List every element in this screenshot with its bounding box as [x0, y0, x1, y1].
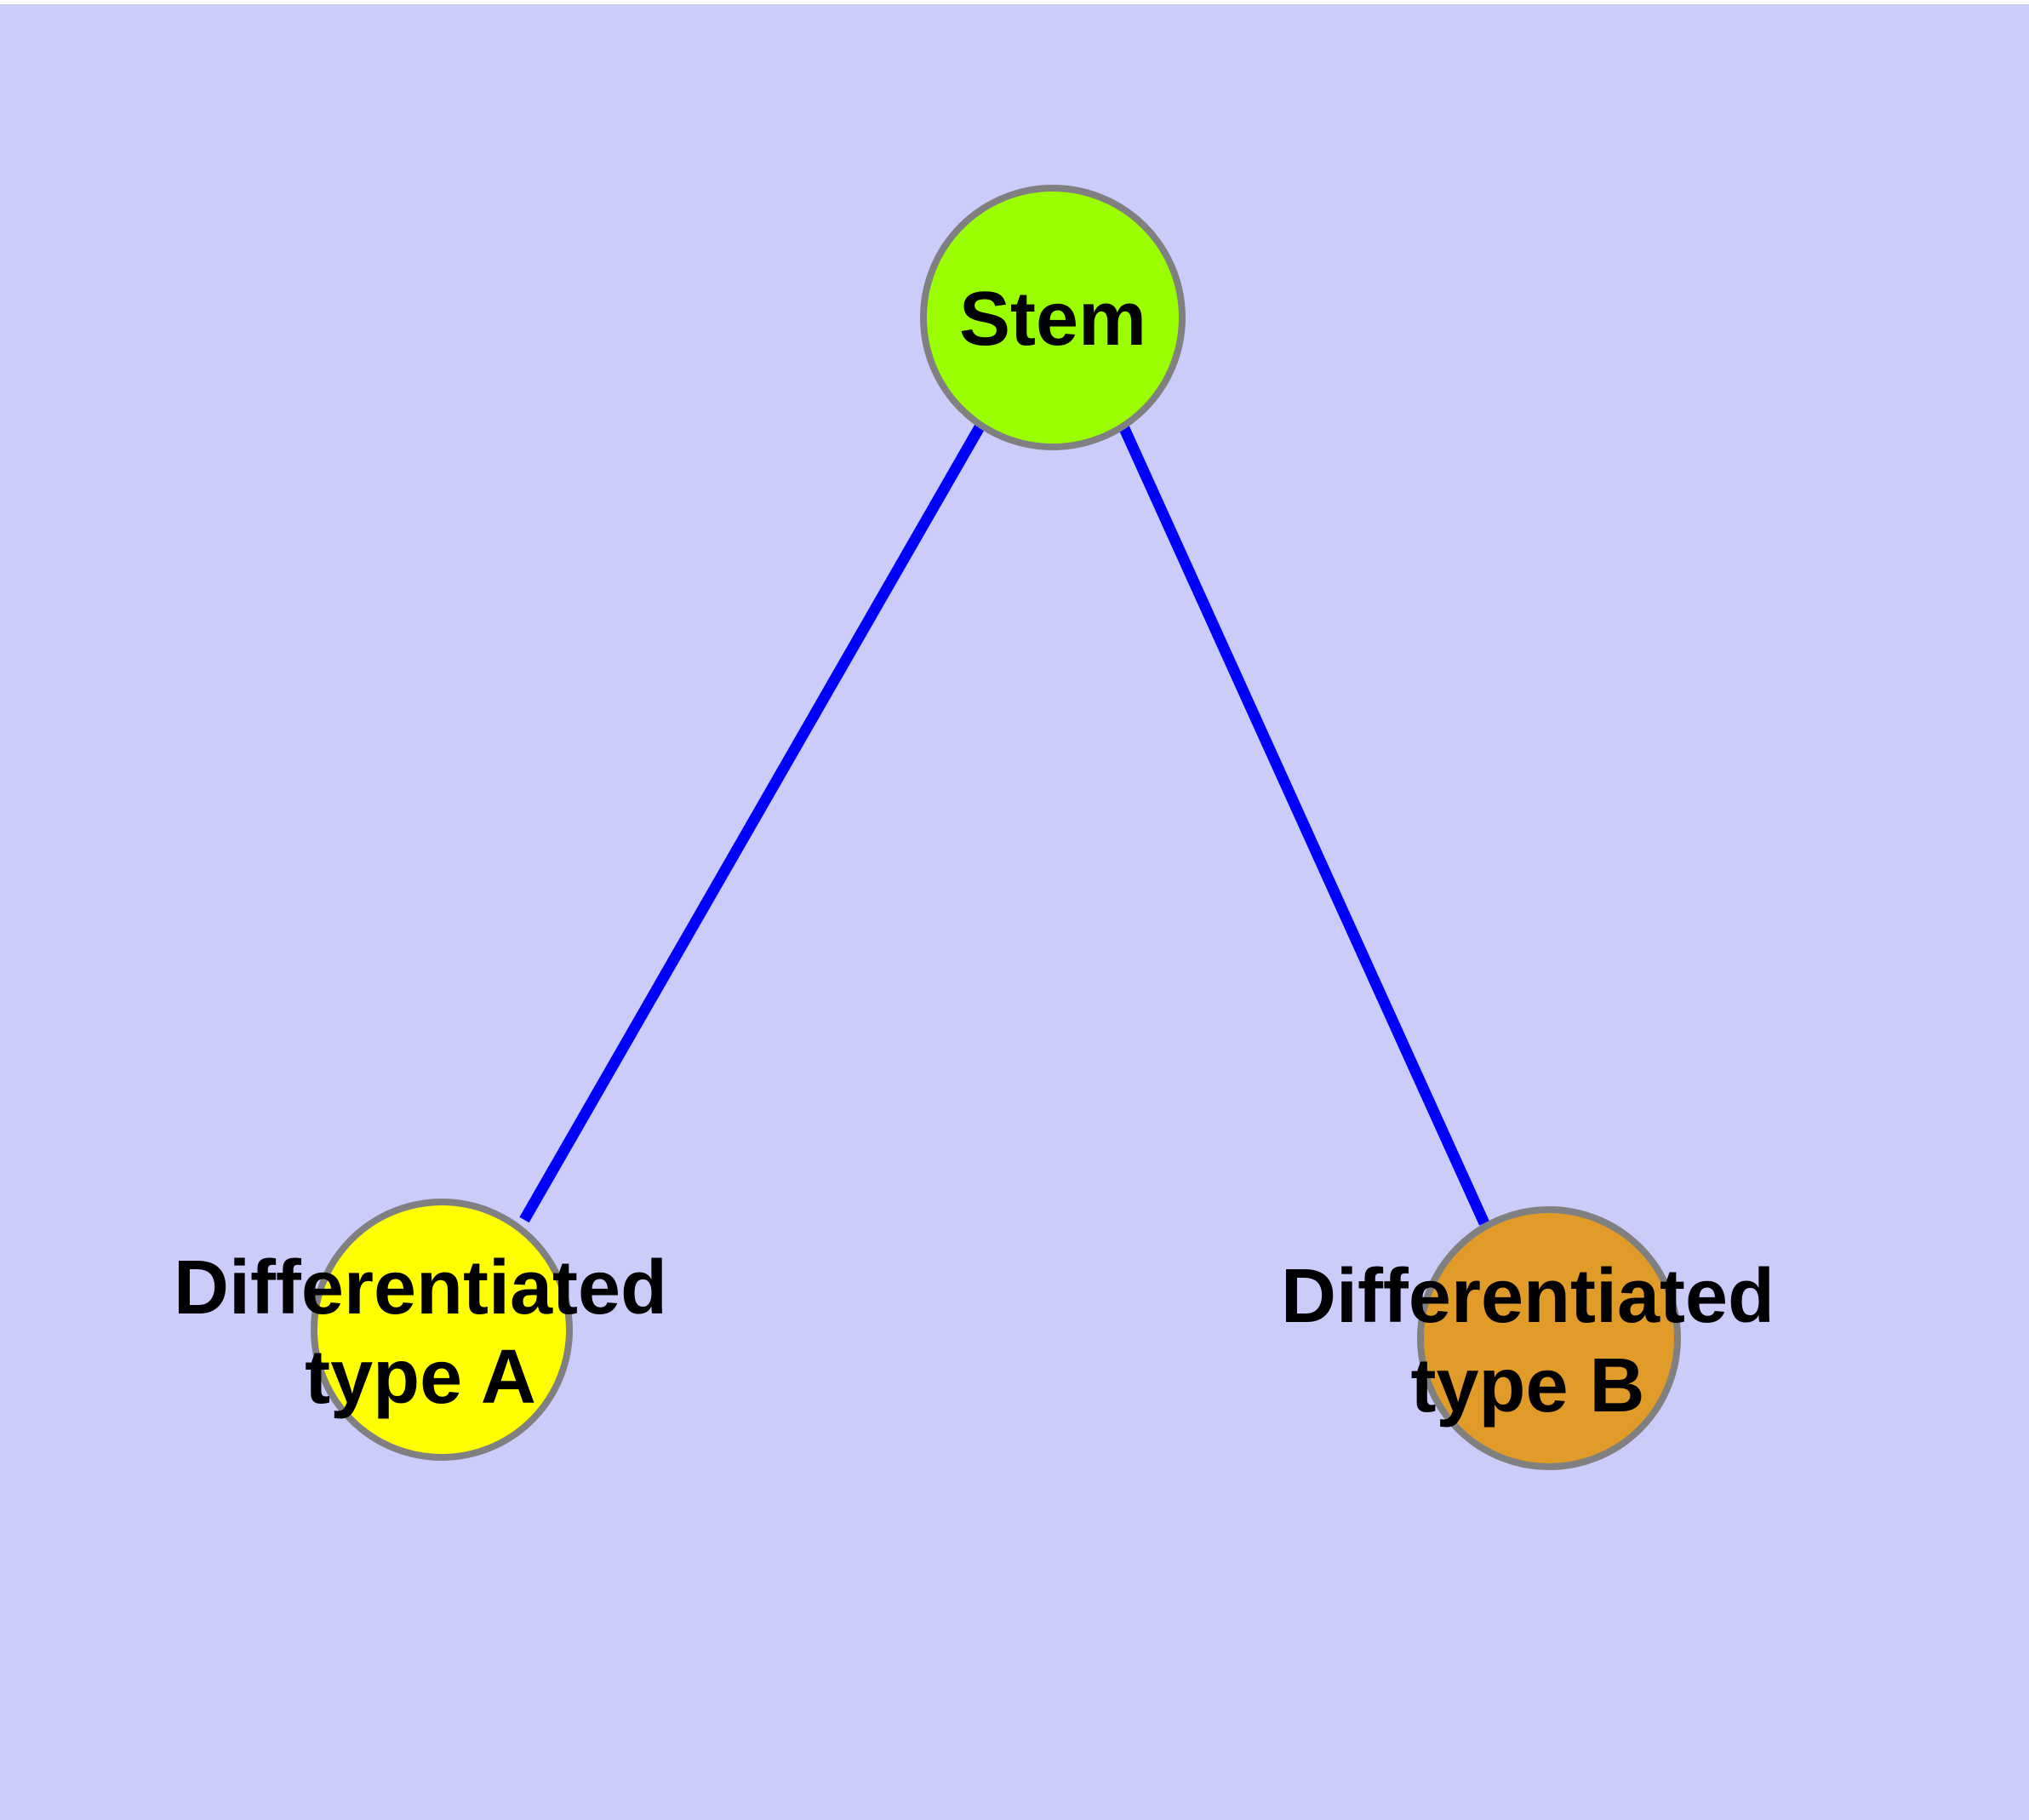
- graph-node-stem[interactable]: Stem: [920, 185, 1186, 450]
- node-circle-diff-a[interactable]: [311, 1199, 573, 1461]
- node-label-line: type A: [305, 1335, 536, 1420]
- node-label-line: Differentiated: [174, 1245, 667, 1331]
- graph-edge-stem-to-diff-a: [519, 422, 986, 1223]
- node-label-line: Stem: [959, 277, 1146, 362]
- node-label-line: Differentiated: [1281, 1254, 1775, 1339]
- node-label-stem: Stem: [959, 277, 1146, 362]
- graph-edge-stem-to-diff-b: [1118, 424, 1489, 1226]
- node-label-line: type B: [1410, 1343, 1644, 1428]
- node-circle-diff-b[interactable]: [1417, 1206, 1681, 1470]
- node-circle-stem[interactable]: [920, 185, 1186, 450]
- edges-group: [519, 422, 1489, 1226]
